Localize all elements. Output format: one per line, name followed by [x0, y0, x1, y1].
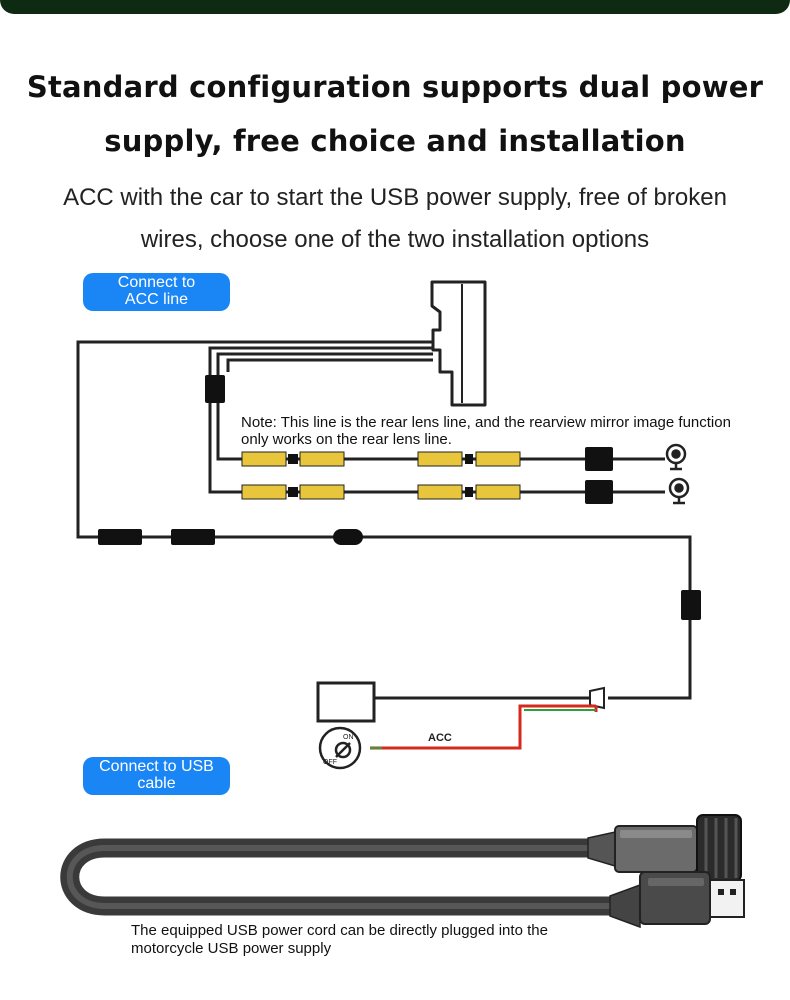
ferrite-clip: [205, 375, 225, 403]
waterproof-connector-icon: [587, 814, 742, 882]
ignition-switch-icon: ON OFF: [318, 726, 362, 770]
page-title-line-1: Standard configuration supports dual pow…: [26, 70, 764, 104]
acc-wire: [370, 704, 596, 750]
subtitle-line-2: wires, choose one of the two installatio…: [140, 226, 650, 253]
rear-lens-line-upper: [240, 447, 665, 471]
rear-lens-note: Note: This line is the rear lens line, a…: [241, 414, 731, 448]
option-usb-label-1: Connect to USB: [99, 758, 214, 775]
rear-lens-line-lower: [240, 480, 665, 504]
option-acc-label-2: ACC line: [124, 291, 189, 308]
option-usb-badge: Connect to USB cable: [83, 757, 230, 795]
camera-icon-lower: [668, 477, 690, 505]
ignition-off-label: OFF: [323, 759, 337, 766]
usb-cord-note-line-1: The equipped USB power cord can be direc…: [131, 922, 548, 939]
option-usb-label-2: cable: [137, 775, 176, 792]
acc-wire-label: ACC: [428, 732, 452, 744]
usb-power-cable: [60, 838, 632, 916]
usb-plug-icon: [609, 871, 745, 929]
camera-icon-upper: [665, 443, 687, 471]
subtitle-line-1: ACC with the car to start the USB power …: [63, 184, 727, 211]
power-source-box: [316, 681, 592, 723]
wire-junction-connector: [589, 686, 605, 712]
usb-cord-note-line-2: motorcycle USB power supply: [131, 940, 332, 957]
harness-wires: [76, 340, 433, 539]
option-acc-badge: Connect to ACC line: [83, 273, 230, 311]
acc-power-cable: [98, 529, 701, 700]
ignition-on-label: ON: [343, 734, 354, 741]
option-acc-label-1: Connect to: [117, 274, 196, 291]
page-title-line-2: supply, free choice and installation: [104, 124, 686, 158]
usb-cord-note: The equipped USB power cord can be direc…: [131, 922, 651, 958]
dashcam-unit: [430, 280, 487, 407]
top-banner-strip: [0, 0, 790, 14]
